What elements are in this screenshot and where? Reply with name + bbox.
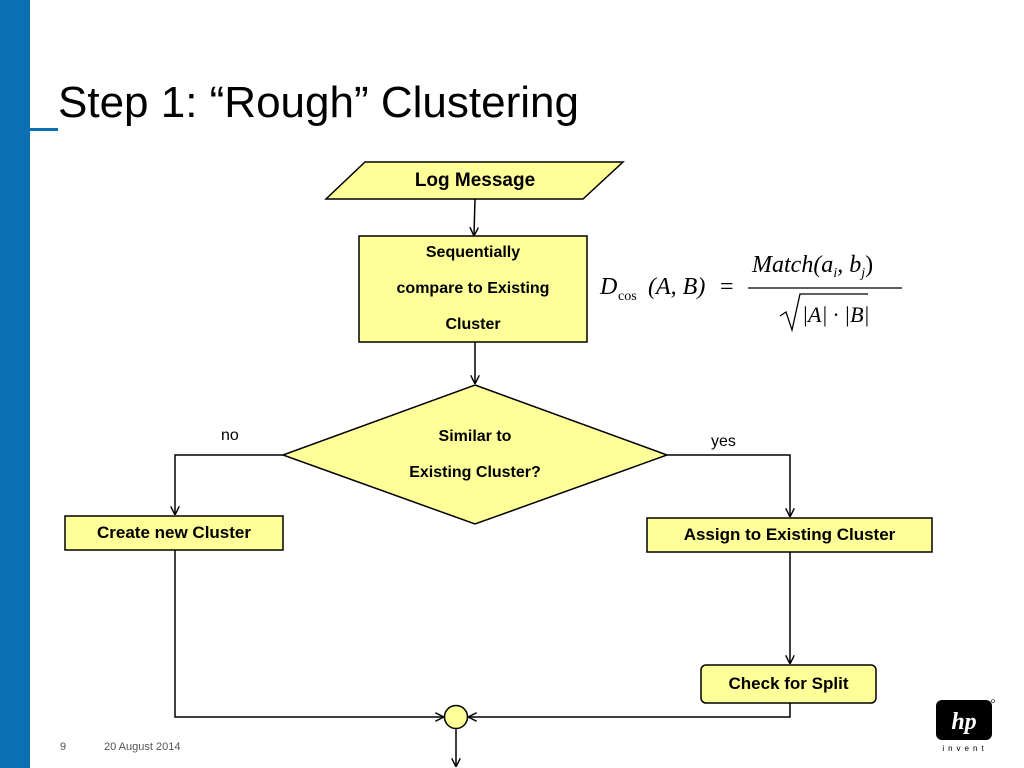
formula-denominator: |A| · |B| [802,302,870,327]
compare-label-line-3: Cluster [445,316,501,333]
arrow-no-branch [175,454,283,514]
yes-label: yes [711,433,736,450]
slide-title: Step 1: “Rough” Clustering [58,78,579,127]
check-split-label: Check for Split [728,674,849,693]
side-accent-bar-top [0,0,30,128]
formula-numerator-mid: , b [837,252,861,278]
formula-lhs-symbol: D [599,274,617,300]
formula-lhs-args: (A, B) [648,274,705,300]
hp-logo-tagline: invent [942,744,988,753]
compare-label: Sequentially compare to Existing Cluster [360,237,586,341]
hp-logo-mark: hp [951,709,976,735]
page-number: 9 [60,741,67,753]
formula-sqrt-sign [779,293,868,333]
check-split-node [700,664,877,704]
formula-numerator-i: i [833,266,837,281]
decision-label: Similar to Existing Cluster? [340,420,610,490]
formula-numerator-end: ) [865,252,873,278]
formula-lhs-subscript: cos [618,289,637,304]
assign-cluster-label: Assign to Existing Cluster [683,525,896,544]
footer-date: 20 August 2014 [104,741,181,753]
compare-node [358,235,588,343]
formula-numerator: Match(ai, bj) [751,252,873,281]
arrow-yes-branch [667,454,790,516]
side-accent-bar-bottom [0,131,30,768]
decision-label-line-1: Similar to [438,428,512,445]
hp-logo-icon: hp [936,699,995,740]
assign-cluster-node [646,517,933,553]
compare-label-line-1: Sequentially [425,244,521,261]
cosine-formula: D cos (A, B) = Match(ai, bj) |A| · |B| [599,252,902,333]
formula-numerator-j: j [859,266,865,281]
compare-label-line-2: compare to Existing [396,280,550,297]
formula-equals: = [720,274,734,300]
log-message-label: Log Message [414,170,536,191]
arrow-create-to-merge [174,550,443,717]
create-cluster-node [64,515,284,551]
title-accent-rule [0,128,58,131]
arrow-start-to-compare [474,198,475,235]
arrow-check-to-merge [469,703,791,717]
merge-connector [443,704,469,730]
decision-label-line-2: Existing Cluster? [409,464,541,481]
decision-node [280,384,670,525]
formula-numerator-main: Match(a [751,252,833,278]
no-label: no [221,427,239,444]
create-cluster-label: Create new Cluster [97,523,251,542]
log-message-node [324,161,625,200]
